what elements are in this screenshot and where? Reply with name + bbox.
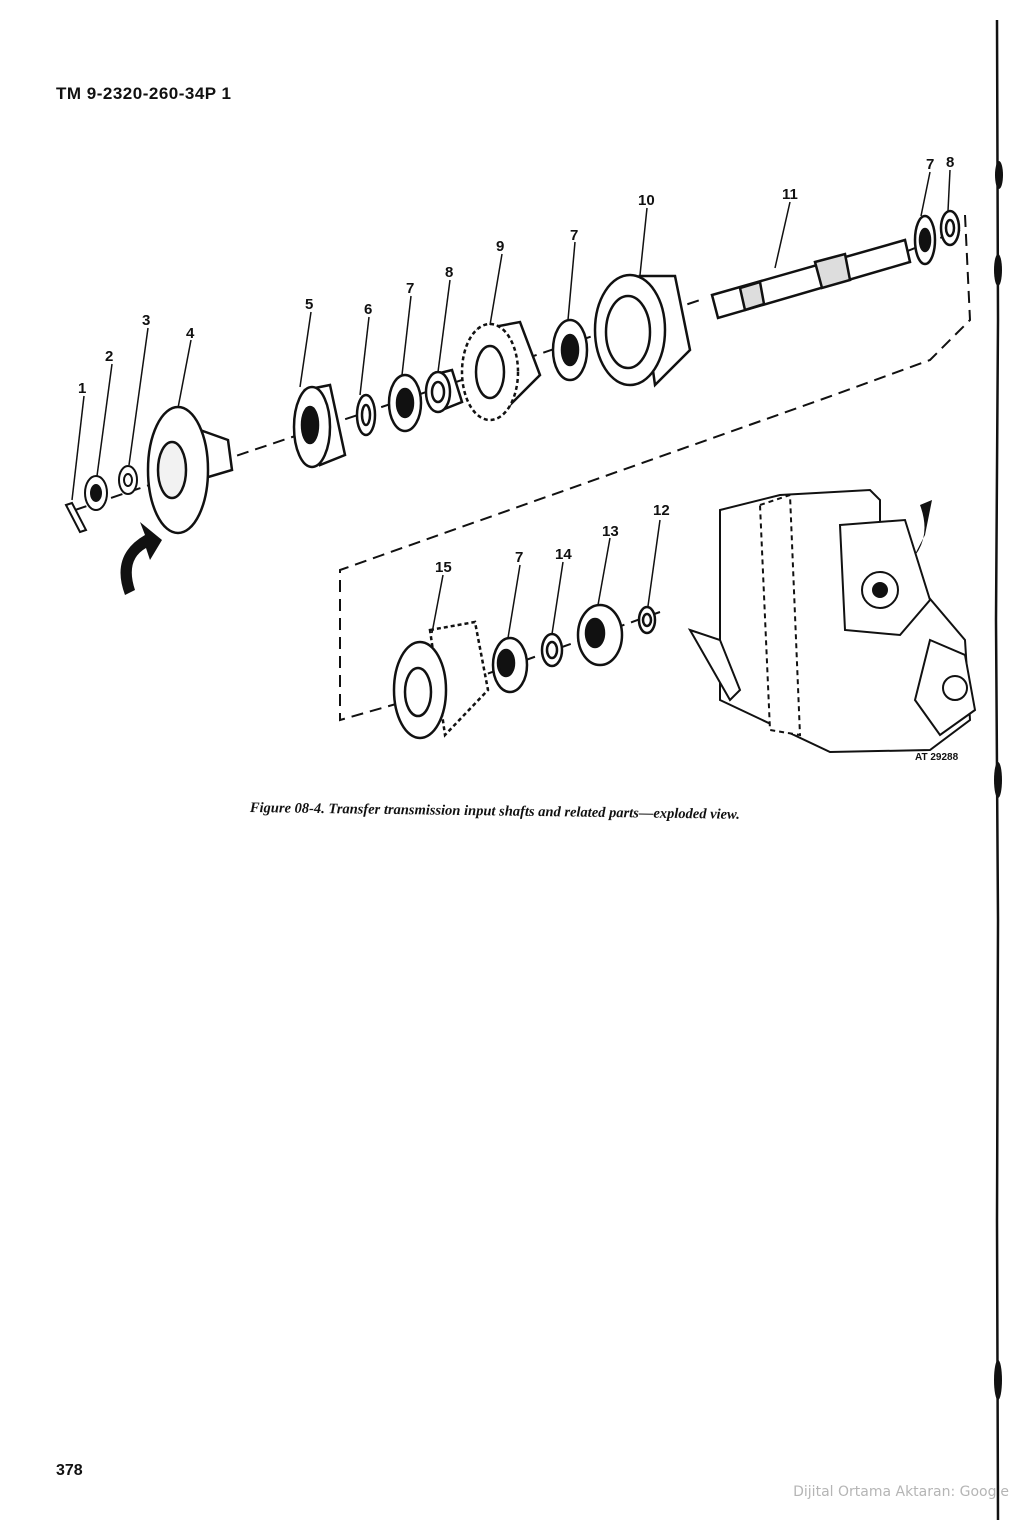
- companion-flange-part: [146, 405, 234, 535]
- callout-label: 6: [364, 301, 372, 318]
- callout-label: 9: [496, 238, 504, 255]
- input-gear-part-9: [460, 320, 542, 422]
- figure-code: AT 29288: [915, 752, 959, 763]
- callout-label: 3: [142, 312, 150, 329]
- callout-label: 4: [186, 325, 195, 342]
- slotted-nut-part: [84, 475, 108, 511]
- callout-label: 7: [926, 156, 934, 173]
- leader-lines: [71, 169, 951, 639]
- bearing-part-5: [292, 383, 347, 469]
- spacer-part-8b: [939, 209, 961, 247]
- arrow-icon: [900, 500, 932, 570]
- callout-label: 7: [406, 280, 414, 297]
- snap-ring-part-6: [355, 393, 377, 437]
- snap-ring-part-14: [540, 632, 564, 668]
- scan-watermark: Dijital Ortama Aktaran: Google: [793, 1484, 1009, 1500]
- callout-label: 8: [445, 264, 453, 281]
- callout-label: 14: [555, 546, 572, 563]
- page-number: 378: [56, 1462, 83, 1479]
- bearing-part-7a: [387, 373, 423, 433]
- callout-label: 8: [946, 154, 954, 171]
- binding-edge: [994, 20, 1003, 1520]
- clutch-housing-part-10: [593, 273, 692, 388]
- callout-numbers: 1 2 3 4 5 6 7 8 9 7 10 11 7 8 12 13 14 7…: [78, 154, 954, 576]
- spacer-part-8: [424, 368, 464, 414]
- bearing-part-7d: [491, 636, 529, 694]
- washer-part: [118, 465, 138, 495]
- document-header: TM 9-2320-260-34P 1: [56, 84, 232, 103]
- arrow-icon: [120, 522, 162, 595]
- callout-label: 12: [653, 502, 670, 519]
- bearing-part-13: [576, 603, 624, 667]
- transfer-case-inset: [687, 488, 977, 754]
- callout-label: 10: [638, 192, 655, 209]
- cotter-pin-part: [64, 501, 88, 534]
- callout-label: 5: [305, 296, 313, 313]
- bearing-part-7c: [913, 214, 937, 266]
- callout-label: 7: [570, 227, 578, 244]
- input-shaft-part-11: [710, 238, 912, 320]
- callout-label: 1: [78, 380, 86, 397]
- snap-ring-part-12: [637, 605, 657, 635]
- callout-label: 7: [515, 549, 523, 566]
- callout-label: 15: [435, 559, 452, 576]
- callout-label: 11: [782, 186, 798, 203]
- callout-label: 13: [602, 523, 619, 540]
- output-gear-part-15: [392, 620, 490, 740]
- callout-label: 2: [105, 348, 113, 365]
- bearing-part-7b: [551, 318, 589, 382]
